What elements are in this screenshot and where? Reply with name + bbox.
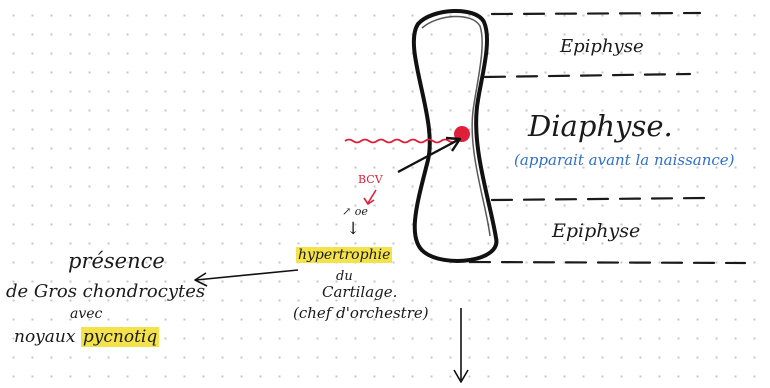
label-bcv: BCV (358, 174, 383, 185)
label-du: du (336, 270, 353, 283)
label-noyaux-line: noyaux pycnotiq (14, 329, 159, 346)
label-oe: ↗ oe (342, 206, 368, 217)
arrow-to-presence (196, 270, 298, 280)
bone-shape-sketch-stroke (422, 16, 490, 236)
dashed-line-epiphyse-bottom-top (492, 198, 705, 200)
label-diaphyse: Diaphyse. (528, 112, 673, 141)
label-down-arrow: ↓ (346, 221, 360, 238)
dashed-line-top (492, 13, 700, 14)
dashed-line-epiphyse-bottom-bottom (470, 262, 745, 263)
highlight-pycnotiq: pycnotiq (81, 327, 159, 347)
label-hypertrophie: hypertrophie (296, 248, 392, 262)
label-gros-chondrocytes: de Gros chondrocytes (6, 283, 205, 301)
label-cartilage: Cartilage. (322, 285, 397, 300)
label-presence: présence (68, 251, 165, 272)
label-epiphyse-bottom: Epiphyse (552, 222, 640, 241)
highlight-hypertrophie: hypertrophie (296, 247, 392, 263)
label-noyaux: noyaux (14, 327, 75, 347)
label-avec: avec (70, 307, 102, 321)
label-epiphyse-top: Epiphyse (560, 38, 644, 56)
dashed-line-epiphyse-top-bottom (485, 74, 690, 77)
label-diaphyse-note: (apparait avant la naissance) (514, 153, 735, 168)
label-chef: (chef d'orchestre) (293, 306, 429, 321)
